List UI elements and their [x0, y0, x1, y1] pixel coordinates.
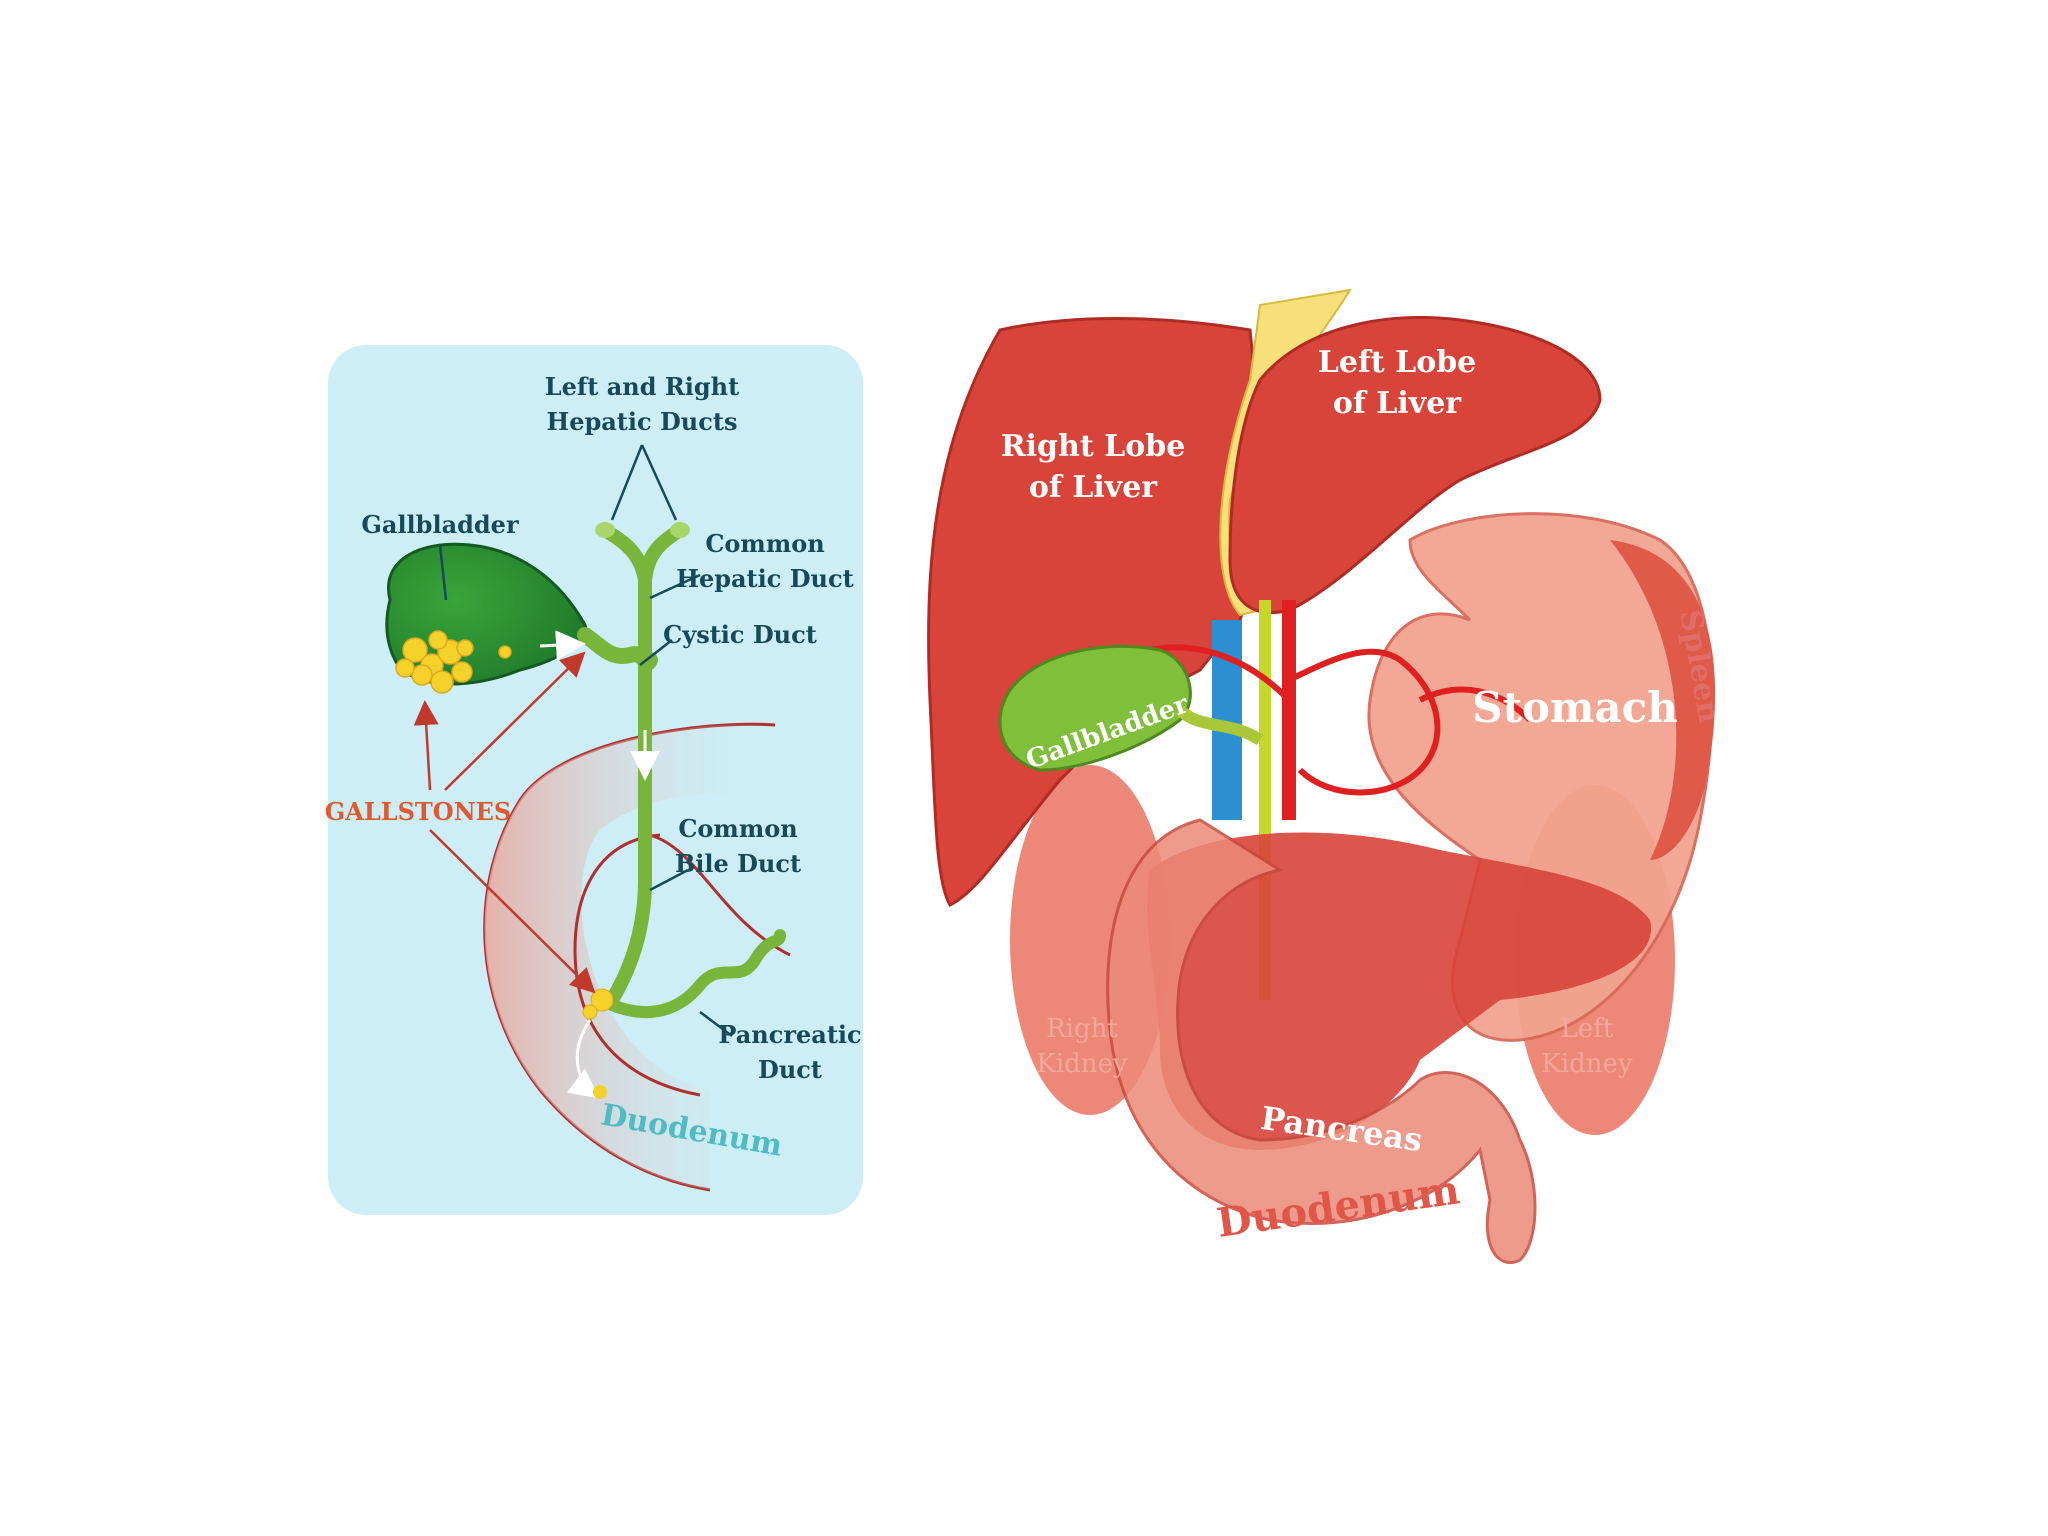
label-hepatic-ducts-1: Left and Right: [545, 372, 739, 401]
label-pancreatic-2: Duct: [758, 1055, 822, 1084]
label-common-hepatic-1: Common: [705, 529, 824, 558]
label-common-bile-2: Bile Duct: [675, 849, 801, 878]
label-stomach: Stomach: [1472, 683, 1678, 732]
label-left-kidney-1: Left: [1561, 1014, 1614, 1044]
gallstones-arrows: [413, 651, 596, 994]
left-duodenum-inner: [573, 833, 701, 1097]
pancreatic-duct: [606, 929, 786, 1018]
gallbladder-right: [998, 644, 1192, 772]
label-right-kidney-1: Right: [1046, 1014, 1118, 1044]
label-left-kidney-2: Kidney: [1541, 1049, 1633, 1079]
label-hepatic-ducts-2: Hepatic Ducts: [547, 407, 738, 436]
label-common-hepatic-2: Hepatic Duct: [676, 564, 853, 593]
duodenum-right: [1106, 818, 1537, 1264]
label-right-lobe-1: Right Lobe: [1001, 429, 1186, 464]
label-left-lobe-2: of Liver: [1333, 386, 1462, 421]
pancreas-shape: [1147, 832, 1652, 1150]
label-cystic-duct: Cystic Duct: [663, 620, 817, 649]
label-common-bile-1: Common: [678, 814, 797, 843]
label-gallbladder-left: Gallbladder: [361, 510, 519, 539]
left-pointer-lines: [438, 444, 733, 1037]
gallstones-cluster: [395, 630, 512, 694]
liver-left-lobe: [1228, 316, 1602, 615]
label-pancreatic-1: Pancreatic: [718, 1020, 861, 1049]
label-left-lobe-1: Left Lobe: [1318, 345, 1477, 380]
liver-right-lobe: [927, 316, 1259, 907]
spleen-shape: [1610, 540, 1716, 860]
left-duodenum-fill: [484, 724, 775, 1190]
hepatic-artery-trunk: [1282, 600, 1296, 820]
label-right-kidney-2: Kidney: [1036, 1049, 1128, 1079]
common-bile-duct: [605, 568, 652, 1007]
label-right-lobe-2: of Liver: [1029, 470, 1158, 505]
label-gallstones: GALLSTONES: [325, 797, 512, 826]
